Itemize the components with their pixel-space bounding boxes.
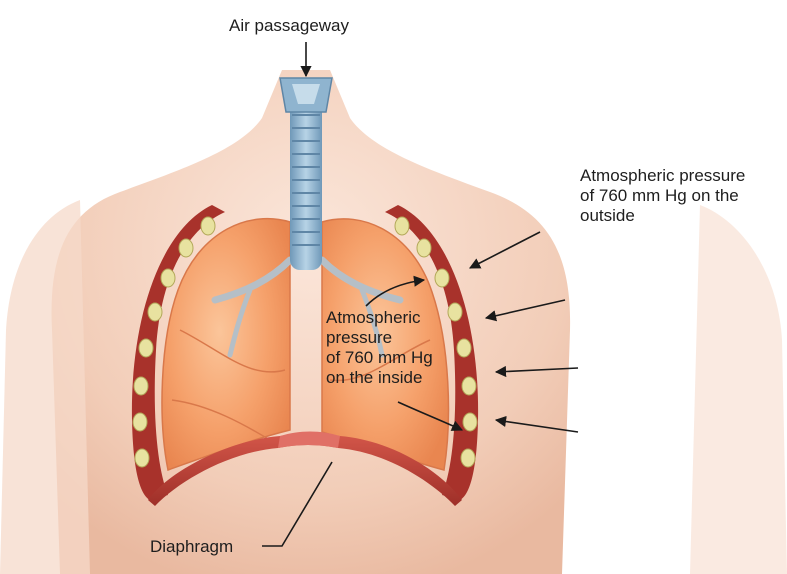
air-passageway-text: Air passageway <box>229 16 349 36</box>
inside-pressure-line: of 760 mm Hg <box>326 348 433 368</box>
diaphragm-text: Diaphragm <box>150 537 233 557</box>
inside-pressure-line: Atmospheric <box>326 308 433 328</box>
inside-pressure-line: on the inside <box>326 368 433 388</box>
air-passageway-label: Air passageway <box>229 16 349 36</box>
outside-pressure-line: of 760 mm Hg on the <box>580 186 745 206</box>
inside-pressure-line: pressure <box>326 328 433 348</box>
outside-pressure-label: Atmospheric pressure of 760 mm Hg on the… <box>580 166 745 226</box>
outside-pressure-line: Atmospheric pressure <box>580 166 745 186</box>
diaphragm-label: Diaphragm <box>150 537 233 557</box>
outside-pressure-line: outside <box>580 206 745 226</box>
inside-pressure-label: Atmospheric pressure of 760 mm Hg on the… <box>326 308 433 388</box>
